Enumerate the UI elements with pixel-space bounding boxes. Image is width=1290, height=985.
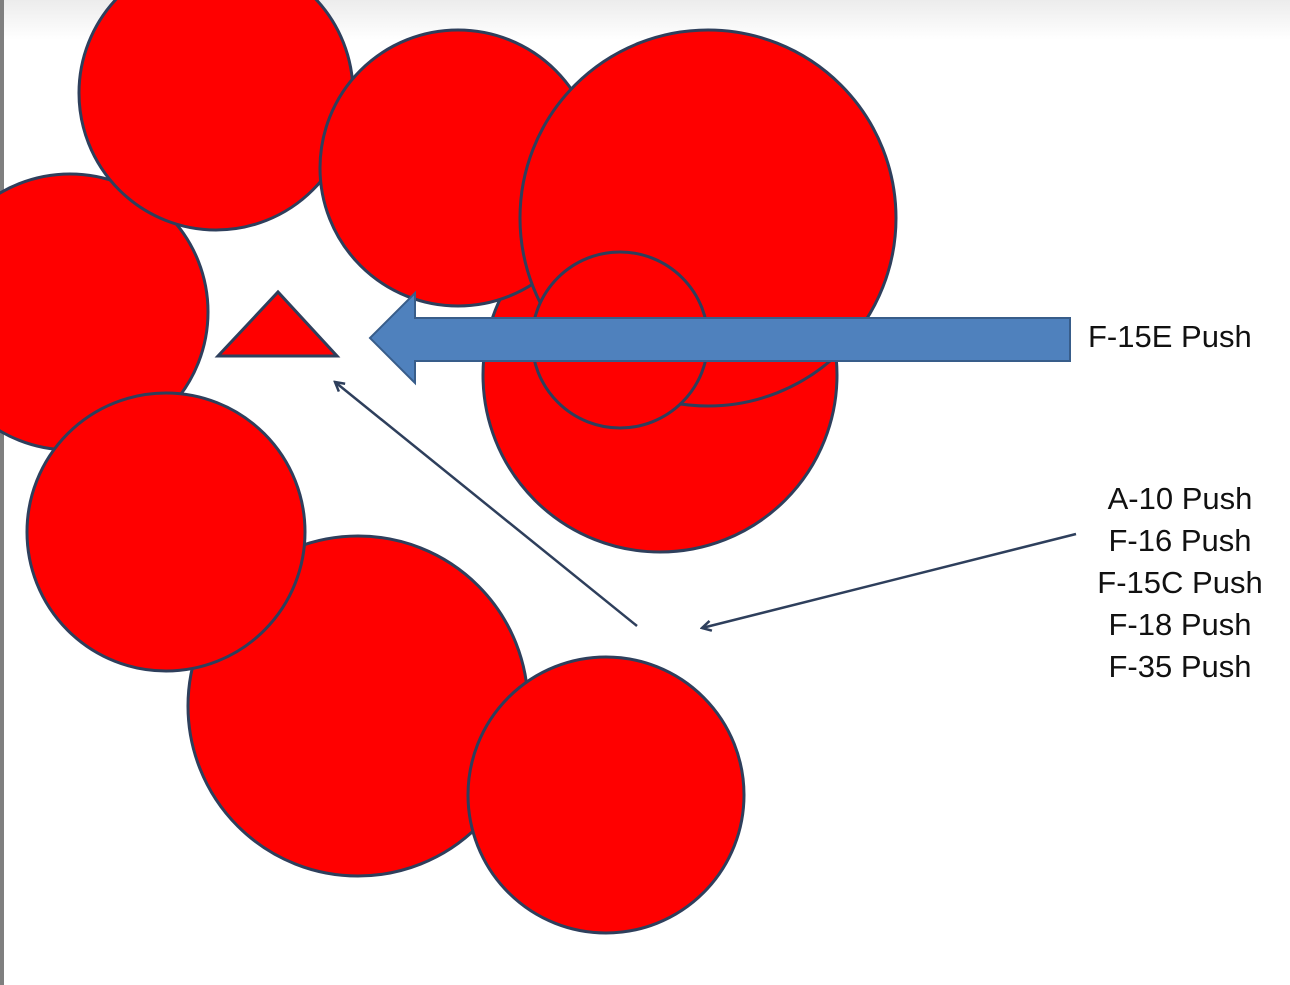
group-push-arrow <box>702 532 1077 628</box>
f18-push-label: F-18 Push <box>1108 607 1252 642</box>
target-triangle <box>214 289 341 358</box>
f35-push-label: F-35 Push <box>1108 649 1252 684</box>
a10-push-label: A-10 Push <box>1107 481 1253 516</box>
f15c-push-label: F-15C Push <box>1097 565 1263 600</box>
f16-push-label: F-16 Push <box>1108 523 1252 558</box>
threat-circle-bottom-right <box>466 655 746 935</box>
threat-circle-left-lower <box>25 391 307 673</box>
window-edge <box>0 0 4 985</box>
group-push-arrow-to-target <box>335 382 638 627</box>
group-push-labels: A-10 Push F-16 Push F-15C Push F-18 Push… <box>1090 478 1270 688</box>
f15e-push-arrow <box>368 290 1071 386</box>
f15e-push-label: F-15E Push <box>1088 319 1252 354</box>
